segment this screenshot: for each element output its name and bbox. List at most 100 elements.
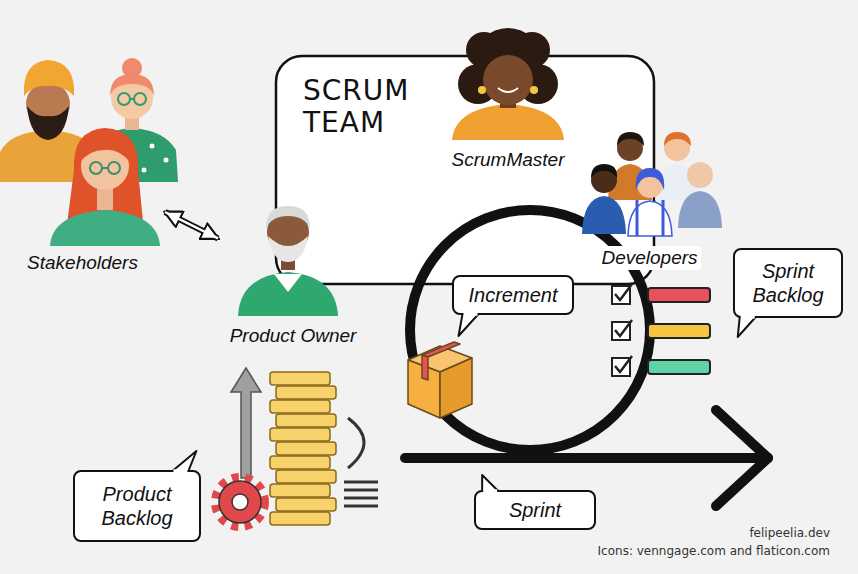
role-caption: Product Owner [227, 324, 360, 348]
increment-box-icon [422, 342, 460, 357]
product-backlog-icon [231, 368, 261, 478]
product-backlog-icon [276, 386, 336, 399]
stakeholder-figure [130, 98, 134, 100]
stakeholder-figure [102, 167, 108, 169]
stakeholder-figure [50, 128, 160, 246]
product-backlog-icon [344, 497, 378, 500]
product-backlog-icon [219, 481, 261, 523]
bubble-tail [464, 312, 478, 316]
product-backlog-icon [270, 484, 330, 497]
stakeholder-figure [142, 168, 147, 173]
product-owner-figure [274, 274, 302, 292]
role-caption: ScrumMaster [449, 148, 568, 172]
increment-box-icon [422, 355, 428, 380]
product-backlog-icon [276, 498, 336, 511]
stakeholder-figure [150, 144, 155, 149]
product-backlog-icon [270, 372, 330, 385]
bubble-tail [173, 469, 187, 473]
stakeholder-figure [108, 162, 120, 174]
stakeholder-figure [118, 93, 146, 105]
bubble-tail [741, 315, 755, 319]
stakeholder-figure [24, 60, 74, 96]
product-owner-figure [268, 236, 308, 262]
stakeholder-figure [80, 138, 130, 162]
product-backlog-icon [348, 418, 364, 468]
stakeholder-link [165, 212, 218, 238]
product-backlog-icon [232, 494, 248, 510]
stakeholder-figure [164, 158, 169, 163]
bubble-tail [75, 472, 76, 473]
product-backlog-icon [215, 368, 378, 527]
product-backlog-icon [344, 489, 378, 492]
product-backlog-icon [276, 414, 336, 427]
sprint-loop [405, 210, 768, 506]
product-backlog-icon [276, 442, 336, 455]
product-backlog-icon [270, 512, 330, 525]
scrum-master-node: ScrumMaster [440, 10, 576, 172]
sprint-backlog-checklist [648, 288, 710, 302]
role-caption: Stakeholders [24, 251, 141, 275]
product-owner-figure [266, 206, 310, 228]
stakeholder-figure [118, 93, 130, 105]
developers-node: Developers [582, 130, 717, 270]
scrum-master-figure [483, 55, 533, 105]
speech-bubble: Increment [452, 275, 574, 315]
increment-box-icon [408, 342, 472, 418]
speech-bubble: Sprint [474, 490, 596, 530]
product-backlog-icon [276, 470, 336, 483]
product-backlog-icon [344, 505, 378, 508]
sprint-backlog-checklist [615, 320, 632, 336]
team-outline [276, 56, 654, 284]
team-box: SCRUM TEAMScrumMasterProduct OwnerDevelo… [275, 55, 655, 285]
product-owner-figure [238, 206, 338, 316]
bubble-text: Increment [469, 283, 558, 307]
developers-figure [637, 200, 663, 236]
product-backlog-icon [270, 400, 330, 413]
sprint-loop [405, 453, 768, 463]
developers-figure [582, 132, 722, 236]
developers-figure [664, 132, 691, 146]
stakeholders-node: Stakeholders [0, 50, 165, 275]
team-heading: SCRUM TEAM [303, 75, 453, 139]
product-backlog-icon [270, 456, 330, 469]
scrum-master-figure [452, 104, 564, 140]
bubble-text: Product Backlog [87, 482, 187, 530]
product-owner-figure [238, 272, 338, 316]
link-line [165, 212, 218, 238]
link-line [165, 212, 218, 238]
stakeholder-figure [90, 162, 120, 174]
stakeholder-figure [27, 106, 69, 140]
sprint-backlog-checklist [615, 284, 632, 300]
stakeholder-figure [122, 58, 142, 78]
product-backlog-icon [344, 481, 378, 484]
developers-figure [678, 191, 722, 228]
credit-note: felipeelia.dev [749, 526, 830, 540]
product-owner-node: Product Owner [218, 200, 368, 348]
developers-figure [687, 162, 713, 188]
speech-bubble: Sprint Backlog [733, 248, 843, 318]
role-caption: Developers [598, 246, 700, 270]
sprint-loop [716, 410, 768, 506]
bubble-tail [738, 317, 756, 337]
scrum-master-figure [452, 28, 564, 140]
developers-figure [636, 168, 664, 190]
sprint-backlog-checklist [615, 356, 632, 372]
product-backlog-icon [270, 428, 330, 441]
bubble-text: Sprint Backlog [747, 259, 829, 307]
scrum-master-figure [498, 88, 518, 92]
bubble-tail [476, 492, 477, 493]
stakeholder-figure [50, 210, 160, 246]
bubble-tail [483, 489, 497, 493]
increment-box-icon [440, 358, 472, 418]
developers-figure [628, 201, 672, 236]
stakeholder-figure [90, 162, 102, 174]
scrum-master-figure [530, 86, 538, 94]
scrum-master-figure [458, 28, 558, 104]
sprint-backlog-checklist [612, 284, 710, 376]
bubble-tail [735, 250, 736, 251]
developers-figure [591, 164, 617, 178]
product-backlog-icon [270, 372, 336, 525]
product-backlog-icon [344, 482, 378, 506]
